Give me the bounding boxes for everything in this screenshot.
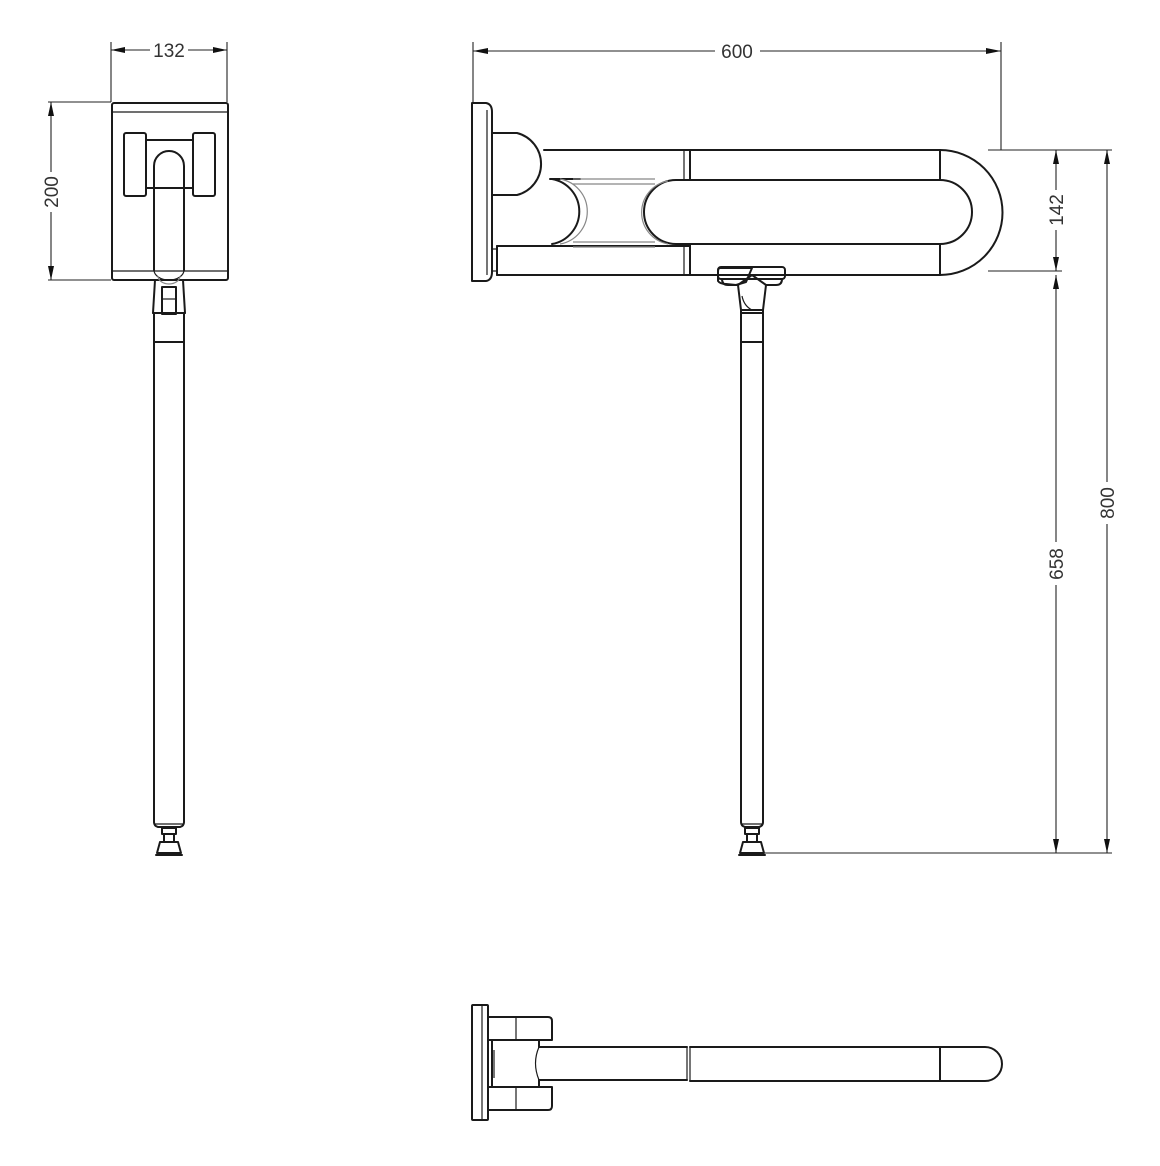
dimension-label-800: 800 (1098, 487, 1119, 519)
dimension-front-height: 200 (42, 101, 111, 281)
dimension-label-200: 200 (42, 176, 63, 208)
dimension-label-658: 658 (1047, 548, 1068, 580)
dimension-leg-height: 658 (1047, 275, 1068, 853)
dimension-label-132: 132 (153, 41, 185, 62)
dimension-bar-length: 600 (472, 42, 1002, 150)
dimension-front-width: 132 (110, 41, 228, 102)
dimension-bar-height: 142 (1047, 150, 1068, 271)
dimension-label-600: 600 (721, 42, 753, 63)
dimension-label-142: 142 (1047, 194, 1068, 226)
side-view: 600 (471, 42, 1119, 856)
front-view: 132 200 (42, 41, 229, 856)
dimension-total-height: 800 (1098, 150, 1119, 853)
top-view (471, 1004, 1003, 1121)
